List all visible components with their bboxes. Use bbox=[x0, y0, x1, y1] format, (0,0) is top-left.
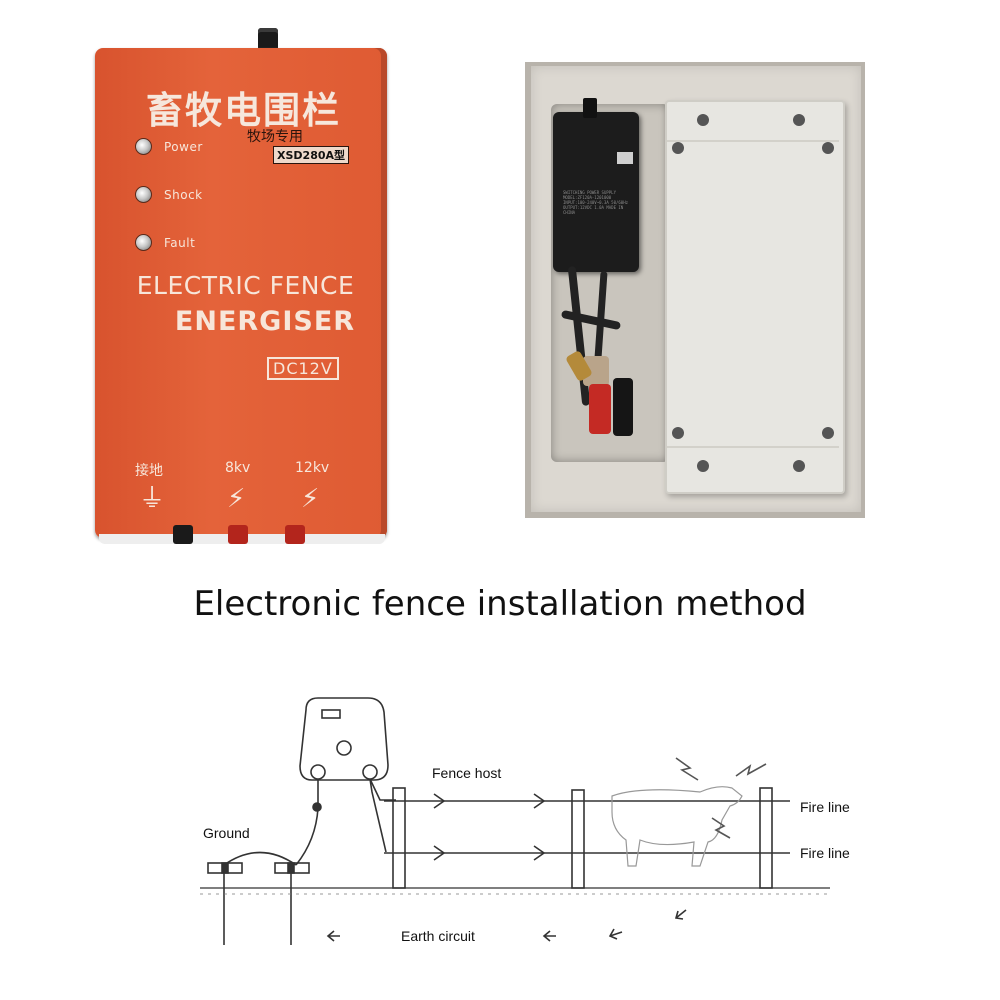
arrow-left-icon bbox=[326, 930, 340, 942]
ground-wire bbox=[295, 779, 319, 866]
screw-hole bbox=[697, 460, 709, 472]
power-led-icon bbox=[135, 138, 152, 155]
brand-line-electric-fence: ELECTRIC FENCE bbox=[136, 271, 355, 300]
indicator-label: Power bbox=[164, 139, 203, 154]
shock-led-icon bbox=[135, 186, 152, 203]
voltage-badge: DC12V bbox=[267, 357, 339, 380]
screw-hole bbox=[793, 114, 805, 126]
arrow-left-icon bbox=[608, 928, 623, 940]
ground-rod-right bbox=[274, 862, 310, 945]
adapter-label-text: SWITCHING POWER SUPPLY MODEL:ZF120A-1201… bbox=[563, 190, 629, 215]
device-body bbox=[95, 48, 387, 538]
arrow-left-icon bbox=[674, 909, 687, 920]
screw-hole bbox=[822, 427, 834, 439]
screw-hole bbox=[793, 460, 805, 472]
arrow-left-icon bbox=[542, 930, 556, 942]
adapter-plug-pin bbox=[583, 98, 597, 118]
ground-symbol-icon: ⏚ bbox=[139, 484, 166, 514]
12kv-terminal-post bbox=[285, 525, 305, 544]
terminal-label-ground: 接地 bbox=[135, 463, 163, 479]
power-adapter: SWITCHING POWER SUPPLY MODEL:ZF120A-1201… bbox=[553, 98, 639, 272]
plate-top-flange bbox=[667, 102, 839, 142]
arrow-right-icon bbox=[433, 845, 446, 861]
spark-icon bbox=[711, 817, 731, 839]
installation-heading: Electronic fence installation method bbox=[193, 584, 807, 624]
indicator-label: Fault bbox=[164, 235, 196, 250]
screw-hole bbox=[672, 142, 684, 154]
energiser-device-photo: 畜牧电围栏 牧场专用 XSD280A型 Power Shock Fault EL… bbox=[95, 28, 390, 548]
device-subtitle-chinese: 牧场专用 bbox=[247, 129, 303, 145]
fence-post bbox=[571, 789, 585, 889]
fault-led-icon bbox=[135, 234, 152, 251]
label-fence-host: Fence host bbox=[432, 765, 502, 781]
spark-icon bbox=[675, 757, 699, 781]
indicator-fault: Fault bbox=[135, 234, 195, 251]
foam-insert: SWITCHING POWER SUPPLY MODEL:ZF120A-1201… bbox=[531, 66, 861, 512]
screw-hole bbox=[822, 142, 834, 154]
screw-hole bbox=[672, 427, 684, 439]
ground-link-wire bbox=[223, 851, 297, 866]
host-output-wire bbox=[369, 778, 387, 853]
red-clip-boot bbox=[589, 384, 611, 434]
label-ground: Ground bbox=[203, 825, 250, 841]
screw-hole bbox=[697, 114, 709, 126]
label-fire-line-top: Fire line bbox=[800, 799, 850, 815]
arrow-right-icon bbox=[433, 793, 446, 809]
label-earth-circuit: Earth circuit bbox=[401, 928, 475, 944]
device-title-chinese: 畜牧电围栏 bbox=[146, 88, 341, 132]
8kv-terminal-post bbox=[228, 525, 248, 544]
spark-icon bbox=[735, 763, 767, 777]
ground-rod-left bbox=[207, 862, 243, 945]
host-output-wire bbox=[369, 778, 396, 801]
device-model-label: XSD280A型 bbox=[273, 146, 350, 164]
fence-post bbox=[392, 787, 406, 889]
wire-junction bbox=[312, 802, 322, 812]
adapter-plug-pin bbox=[617, 152, 633, 164]
indicator-label: Shock bbox=[164, 187, 203, 202]
label-fire-line-bottom: Fire line bbox=[800, 845, 850, 861]
package-contents-photo: SWITCHING POWER SUPPLY MODEL:ZF120A-1201… bbox=[525, 62, 865, 518]
top-knob bbox=[258, 28, 278, 52]
mounting-plate bbox=[665, 100, 845, 494]
terminal-label-8kv: 8kv bbox=[225, 460, 251, 476]
indicator-power: Power bbox=[135, 138, 203, 155]
arrow-right-icon bbox=[533, 845, 546, 861]
arrow-right-icon bbox=[533, 793, 546, 809]
diagram-svg bbox=[200, 697, 830, 945]
plate-bottom-flange bbox=[667, 446, 839, 492]
lightning-icon: ⚡ bbox=[227, 484, 246, 514]
cow-outline bbox=[611, 786, 743, 867]
lightning-icon: ⚡ bbox=[301, 484, 320, 514]
installation-diagram: Fence host Ground Fire line Fire line Ea… bbox=[0, 680, 1000, 1000]
fence-post bbox=[759, 787, 773, 889]
terminal-label-12kv: 12kv bbox=[295, 460, 330, 476]
indicator-shock: Shock bbox=[135, 186, 203, 203]
black-clip-boot bbox=[613, 378, 633, 436]
fence-host-unit bbox=[299, 697, 389, 781]
ground-terminal-post bbox=[173, 525, 193, 544]
brand-line-energiser: ENERGISER bbox=[174, 306, 356, 337]
